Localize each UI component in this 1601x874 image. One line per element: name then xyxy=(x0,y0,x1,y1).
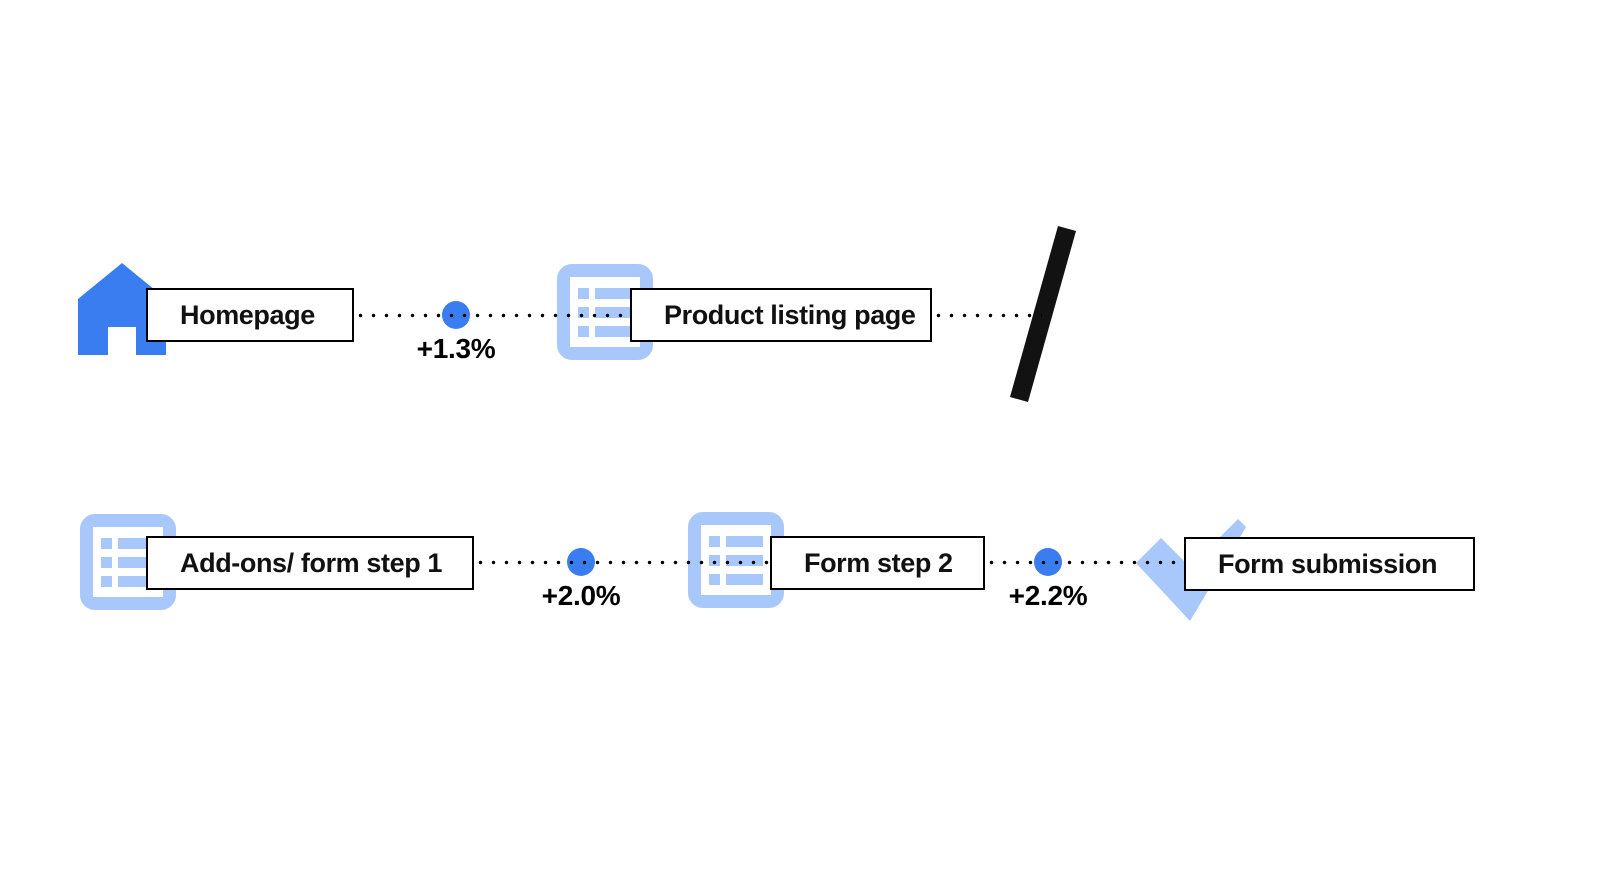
node-label: Form step 2 xyxy=(804,547,953,578)
node-label: Form submission xyxy=(1218,548,1438,579)
connector-step2-to-submission xyxy=(985,560,1185,565)
house-icon xyxy=(78,261,166,355)
list-document-icon xyxy=(557,264,653,360)
node-product-listing-page[interactable]: Product listing page xyxy=(630,288,932,342)
metric-uplift-step2-to-submission: +2.2% xyxy=(1009,548,1088,611)
node-form-step-2[interactable]: Form step 2 xyxy=(770,536,985,590)
node-label: Product listing page xyxy=(664,299,916,330)
node-label: Add-ons/ form step 1 xyxy=(180,547,443,578)
node-homepage[interactable]: Homepage xyxy=(146,288,354,342)
metric-value: +2.2% xyxy=(1008,580,1088,611)
slash-icon xyxy=(1000,224,1086,404)
node-add-ons-form-step-1[interactable]: Add-ons/ form step 1 xyxy=(146,536,474,590)
metric-value: +1.3% xyxy=(416,333,496,364)
connector-addons-to-step2 xyxy=(474,560,774,565)
node-label: Homepage xyxy=(180,299,315,330)
connector-plp-to-end xyxy=(932,313,1042,318)
diagram-title: Conversion funnel steps with uplift perc… xyxy=(0,0,1,1)
metric-value: +2.0% xyxy=(541,580,621,611)
connector-homepage-to-plp xyxy=(354,313,632,318)
node-form-submission[interactable]: Form submission xyxy=(1184,537,1475,591)
